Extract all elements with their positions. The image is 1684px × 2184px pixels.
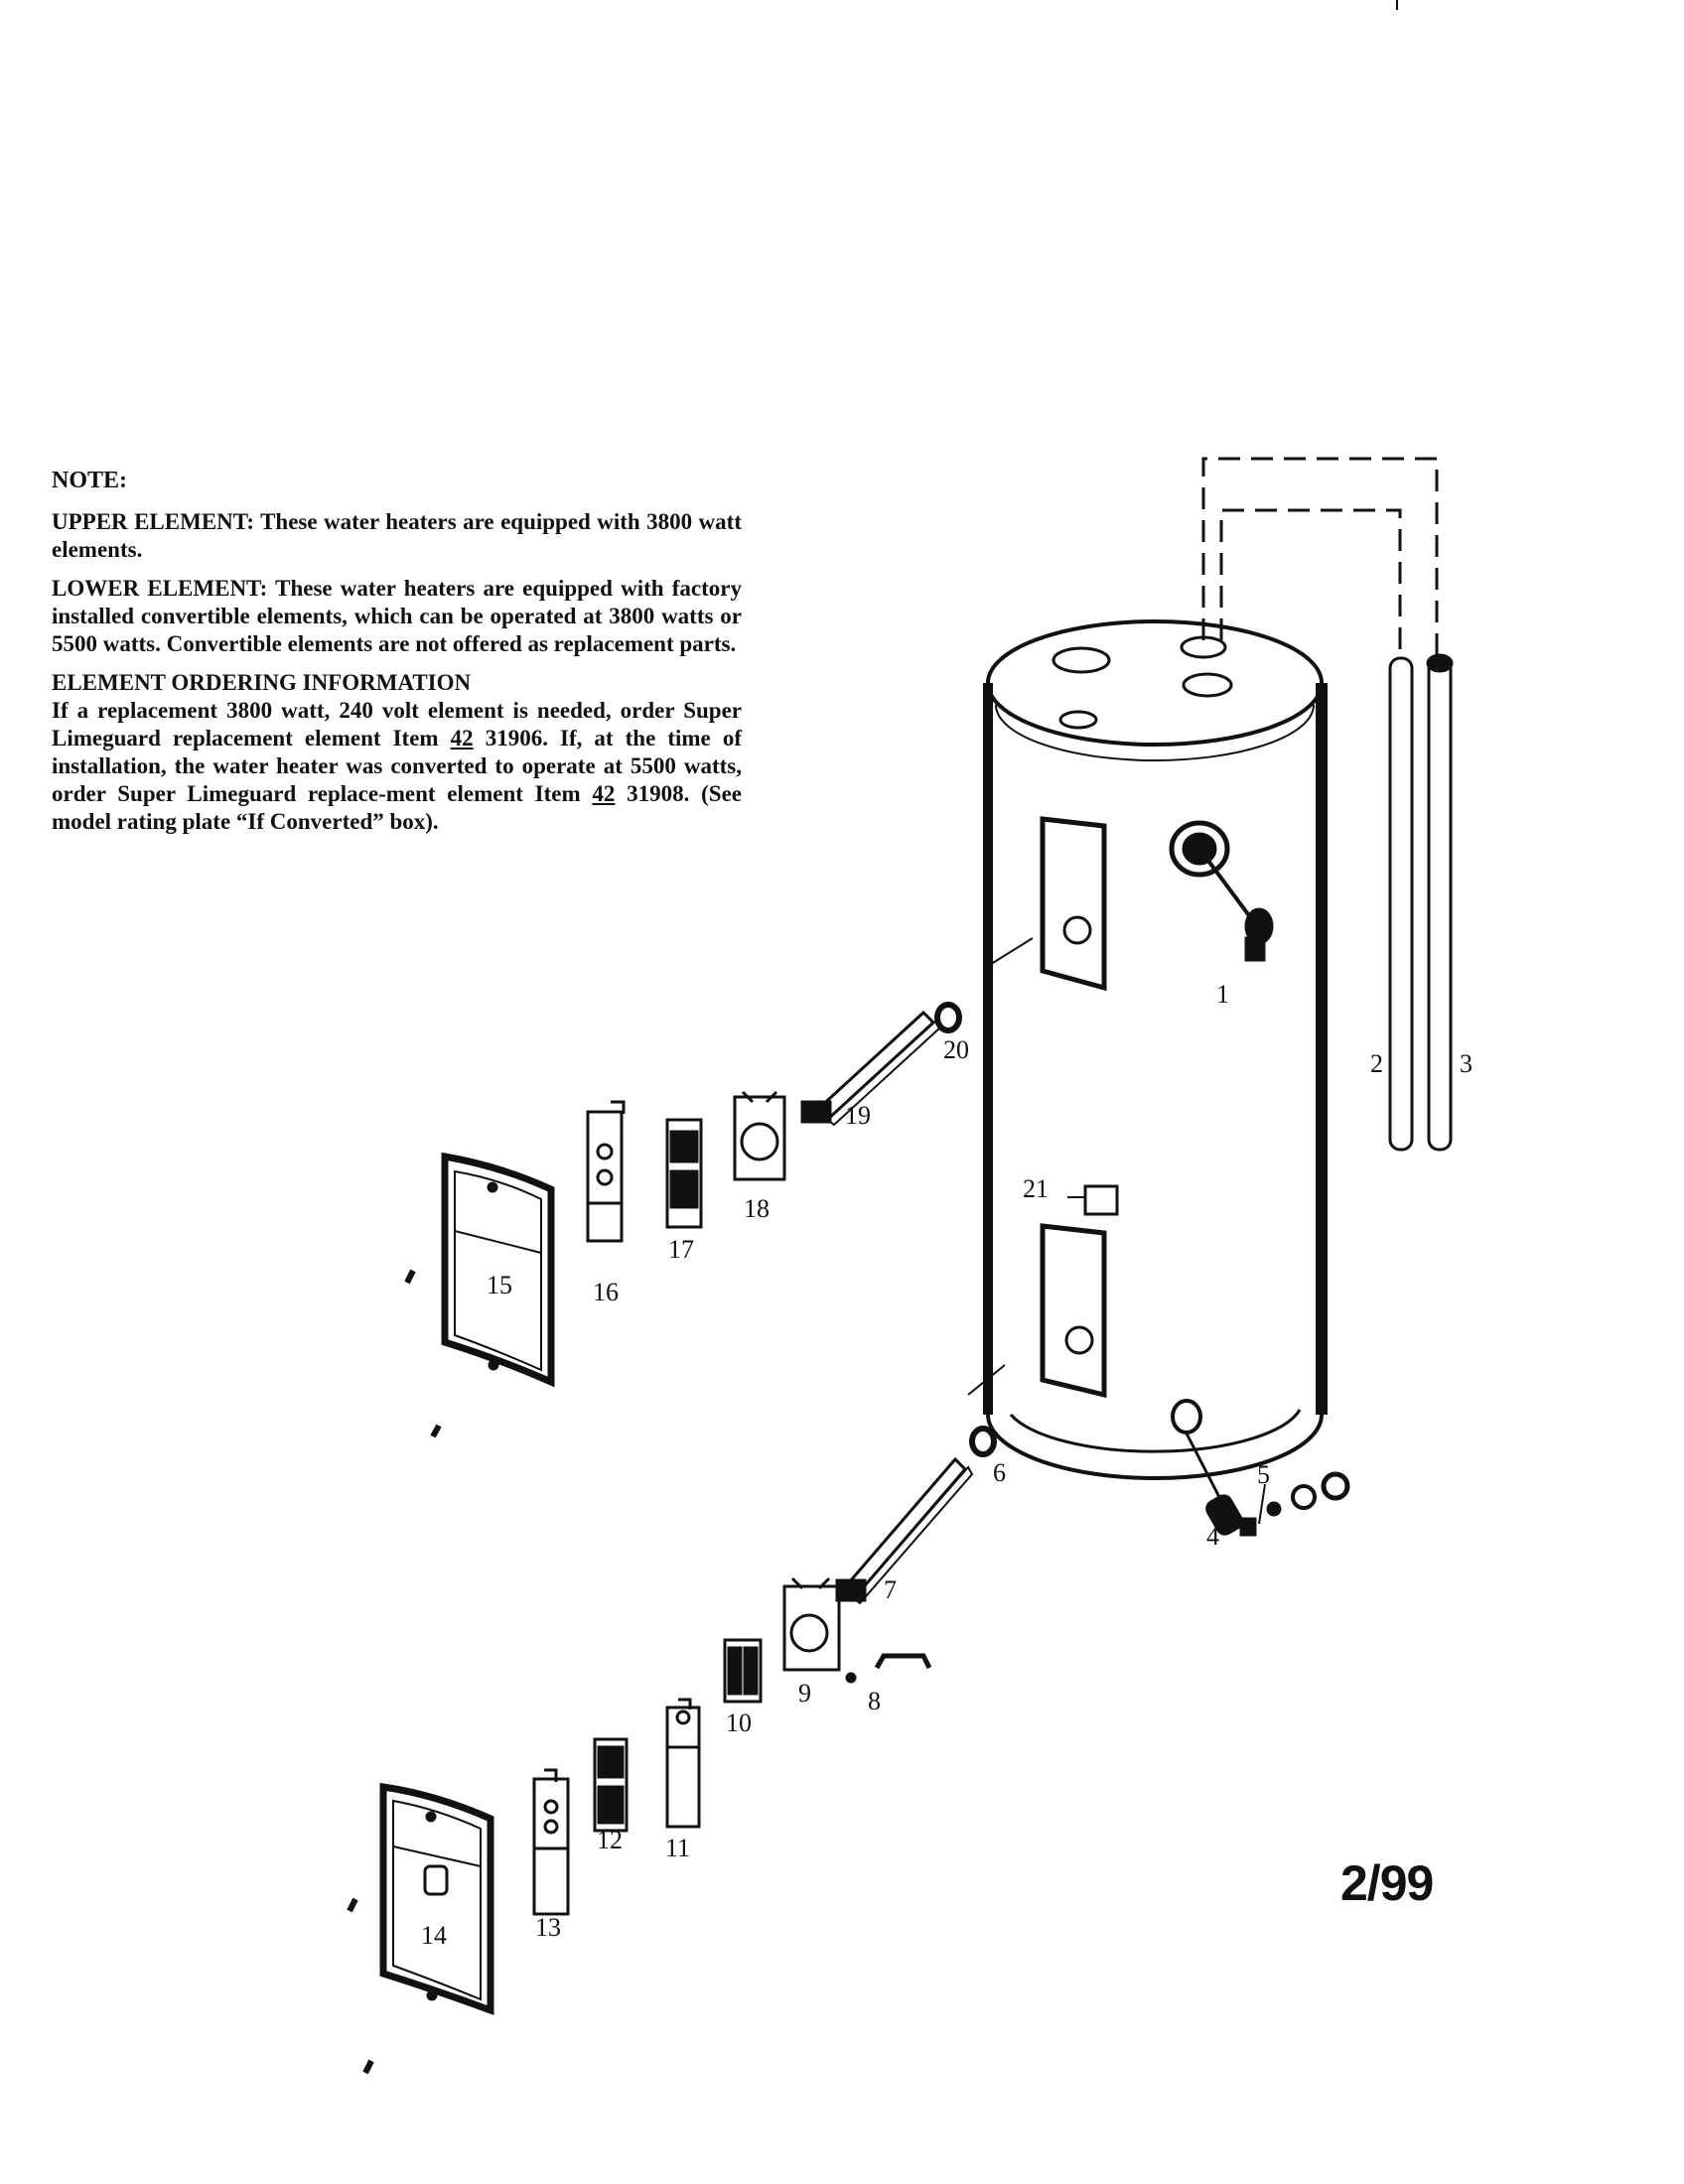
anode-dashed-guides [1201, 457, 1439, 655]
upper-gasket-part [934, 1002, 962, 1033]
lower-gasket-part [969, 1426, 997, 1457]
drain-valve-part [1205, 1494, 1257, 1537]
callout-7: 7 [884, 1575, 897, 1604]
callout-15: 15 [487, 1271, 512, 1299]
clip-part [874, 1653, 932, 1670]
callout-10: 10 [726, 1708, 752, 1737]
lower-access-cover-part [379, 1782, 494, 2016]
cover-screw-part [347, 1897, 358, 1913]
upper-insulation-part [586, 1100, 626, 1243]
callout-2: 2 [1370, 1049, 1383, 1078]
callout-1: 1 [1216, 980, 1229, 1009]
element-notes: NOTE: UPPER ELEMENT: These water heaters… [52, 467, 742, 847]
lower-thermostat-part [723, 1638, 763, 1704]
callout-8: 8 [868, 1687, 881, 1715]
callout-12: 12 [597, 1826, 623, 1854]
callout-3: 3 [1460, 1049, 1473, 1078]
cover-screw-part [362, 2059, 374, 2075]
callout-6: 6 [993, 1458, 1006, 1487]
water-heater-tank [983, 619, 1328, 1502]
callout-9: 9 [798, 1679, 811, 1707]
lower-insulation-part [665, 1698, 701, 1829]
ordering-heading: ELEMENT ORDERING INFORMATION [52, 670, 472, 695]
upper-heating-element-part [800, 1010, 942, 1127]
callout-4: 4 [1206, 1522, 1219, 1551]
lower-heating-element-part [835, 1456, 974, 1605]
upper-element-note: UPPER ELEMENT: These water heaters are e… [52, 509, 742, 562]
callout-21: 21 [1023, 1174, 1049, 1203]
anode-rods-part [1388, 653, 1454, 1152]
item-code-2: 42 [592, 781, 616, 806]
callout-11: 11 [665, 1834, 690, 1862]
upper-access-cover-part [441, 1152, 555, 1388]
ordering-text-2: 31906. If, at the time of installation, … [52, 726, 742, 806]
cover-screw-part [430, 1424, 442, 1438]
leader-lines [967, 937, 1266, 1525]
ordering-info: If a replacement 3800 watt, 240 volt ele… [52, 697, 742, 836]
callout-18: 18 [744, 1194, 770, 1223]
callout-19: 19 [845, 1101, 871, 1130]
item-code-1: 42 [450, 726, 474, 751]
date-code: 2/99 [1340, 1855, 1434, 1911]
lower-element-note: LOWER ELEMENT: These water heaters are e… [52, 576, 742, 656]
lower-insulation-lower-part [532, 1768, 570, 1916]
upper-thermostat-part [665, 1118, 703, 1229]
ordering-text-3: 31908. (See model rating plate “If Conve… [52, 781, 742, 834]
callout-17: 17 [668, 1235, 694, 1264]
upper-thermostat-bracket-part [733, 1090, 786, 1181]
callout-16: 16 [593, 1278, 619, 1306]
lower-limit-control-part [593, 1737, 629, 1833]
callout-13: 13 [535, 1913, 561, 1942]
callout-numbers: 1 2 3 4 5 6 7 8 9 10 11 12 13 14 15 16 1… [421, 980, 1473, 1950]
screw-part [845, 1672, 857, 1684]
callout-14: 14 [421, 1921, 447, 1950]
callout-20: 20 [943, 1035, 969, 1064]
note-heading: NOTE: [52, 468, 128, 493]
relief-valve-part [1244, 907, 1274, 962]
ordering-text-1: If a replacement 3800 watt, 240 volt ele… [52, 698, 742, 751]
lower-thermostat-bracket-part [782, 1576, 841, 1672]
callout-5: 5 [1257, 1460, 1270, 1489]
drain-fittings-part [1266, 1471, 1350, 1517]
cover-screw-part [404, 1269, 416, 1285]
